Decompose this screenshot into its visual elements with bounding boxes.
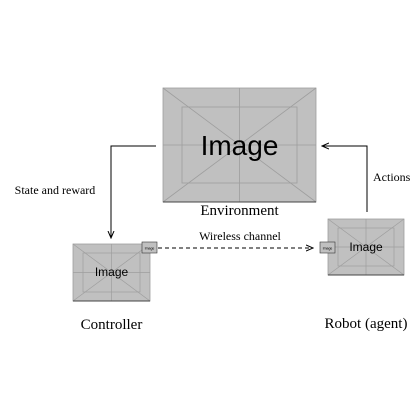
robot-label: Robot (agent) [325,316,408,332]
controller-antenna-text: Image [145,247,155,251]
robot-image-placeholder: Image [327,218,405,276]
environment-label: Environment [200,203,279,219]
controller-image-placeholder: Image [72,243,151,302]
state-reward-arrow [111,145,156,238]
environment-image-placeholder: Image [162,87,317,203]
robot-antenna-text: Image [323,247,333,251]
robot-antenna-placeholder: Image [319,241,336,254]
controller-label: Controller [81,317,143,333]
controller-antenna-placeholder: Image [141,241,158,254]
controller-image-text: Image [95,265,129,279]
state-reward-label: State and reward [15,183,96,197]
wireless-channel-label: Wireless channel [199,229,281,243]
robot-image-text: Image [349,240,383,254]
actions-label: Actions [373,170,411,184]
environment-image-text: Image [201,130,279,161]
actions-arrow [322,146,368,212]
